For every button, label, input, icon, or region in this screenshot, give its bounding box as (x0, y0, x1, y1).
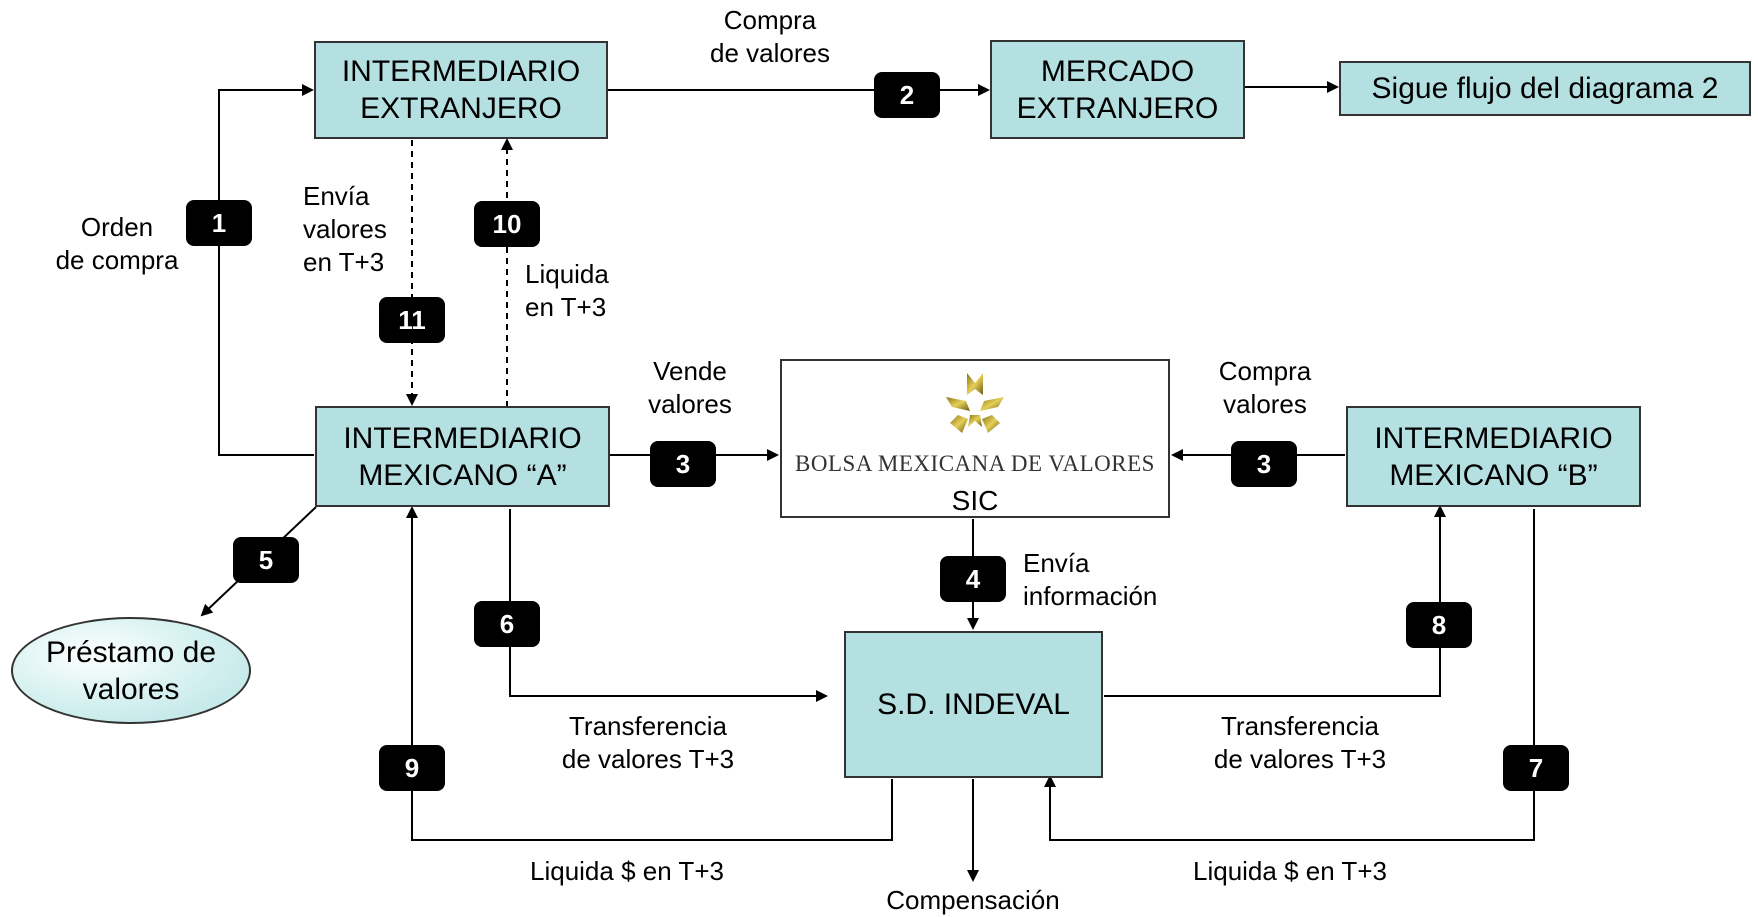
label-line: Transferencia (569, 711, 727, 741)
label-transferencia-left: Transferencia de valores T+3 (548, 710, 748, 776)
label-line: Envía (303, 181, 370, 211)
step-badge-9: 9 (379, 745, 445, 791)
label-liquida-right: Liquida $ en T+3 (1193, 856, 1387, 886)
step-badge-8: 8 (1406, 602, 1472, 648)
label-envia-valores: Envía valores en T+3 (303, 180, 387, 279)
label-line: valores (1223, 389, 1307, 419)
arrow-liquida-a (406, 506, 893, 841)
box-indeval: S.D. INDEVAL (844, 631, 1103, 778)
label-line: Vende (653, 356, 727, 386)
arrow-transferencia-b (1104, 505, 1446, 697)
label-compra-de-valores: Compra de valores (690, 4, 850, 70)
label-compensacion: Compensación (873, 884, 1073, 917)
box-sigue-flujo: Sigue flujo del diagrama 2 (1339, 61, 1751, 116)
label-transferencia-right: Transferencia de valores T+3 (1200, 710, 1400, 776)
box-mercado-extranjero: MERCADO EXTRANJERO (990, 40, 1245, 139)
box-intermediario-b: INTERMEDIARIO MEXICANO “B” (1346, 406, 1641, 507)
label-line: Compra (1218, 356, 1312, 386)
step-badge-10: 10 (474, 201, 540, 247)
label-line: Compensación (886, 885, 1060, 915)
label-line: valores (303, 214, 387, 244)
label-line: Liquida (525, 259, 609, 289)
label-line: información (1023, 581, 1158, 611)
step-badge-3-left: 3 (650, 441, 716, 487)
box-line: S.D. INDEVAL (877, 688, 1070, 721)
box-line: MERCADO (1040, 54, 1195, 88)
label-line: Transferencia (1221, 711, 1379, 741)
bmv-sic: SIC (951, 485, 999, 516)
label-line: de valores (710, 38, 830, 68)
arrow-orden-compra (218, 84, 314, 456)
step-badge-5: 5 (233, 537, 299, 583)
label-envia-informacion: Envía información (1023, 547, 1157, 613)
label-line: en T+3 (303, 247, 385, 277)
box-intermediario-extranjero: INTERMEDIARIO EXTRANJERO (314, 41, 608, 139)
arrow-transferencia-a (509, 509, 828, 702)
bmv-logo-text: BOLSA MEXICANA DE VALORES (795, 451, 1155, 476)
box-line: EXTRANJERO (1016, 91, 1219, 125)
bmv-logo-icon (946, 373, 1004, 433)
label-liquida-left: Liquida $ en T+3 (530, 856, 724, 886)
step-badge-11: 11 (379, 297, 445, 343)
label-line: de valores T+3 (1213, 744, 1387, 774)
label-line: de valores T+3 (561, 744, 735, 774)
box-line: INTERMEDIARIO (341, 55, 581, 88)
label-line: en T+3 (525, 292, 607, 322)
box-line: INTERMEDIARIO (1374, 421, 1613, 455)
label-line: Compra (723, 5, 817, 35)
ellipse-line: Préstamo de (45, 635, 217, 669)
ellipse-line: valores (82, 672, 180, 706)
label-vende-valores: Vende valores (630, 355, 750, 421)
label-line: valores (648, 389, 732, 419)
box-line: INTERMEDIARIO (343, 421, 582, 455)
box-intermediario-a: INTERMEDIARIO MEXICANO “A” (315, 406, 610, 507)
label-line: de compra (55, 245, 179, 275)
box-line: EXTRANJERO (360, 92, 562, 125)
step-badge-1: 1 (186, 200, 252, 246)
step-badge-7: 7 (1503, 745, 1569, 791)
step-badge-2: 2 (874, 72, 940, 118)
arrow-liquida-b (1044, 509, 1535, 841)
step-badge-6: 6 (474, 601, 540, 647)
step-badge-4: 4 (940, 556, 1006, 602)
label-line: Orden (80, 212, 154, 242)
box-line: MEXICANO “A” (358, 458, 567, 492)
label-line: Envía (1023, 548, 1090, 578)
box-bmv: BOLSA MEXICANA DE VALORES SIC (780, 359, 1170, 518)
ellipse-prestamo-valores: Préstamo de valores (11, 617, 251, 724)
label-orden-de-compra: Orden de compra (42, 211, 192, 277)
label-liquida-t3: Liquida en T+3 (525, 258, 609, 324)
label-compra-valores: Compra valores (1200, 355, 1330, 421)
box-line: MEXICANO “B” (1389, 458, 1598, 492)
step-badge-3-right: 3 (1231, 441, 1297, 487)
box-line: Sigue flujo del diagrama 2 (1371, 72, 1719, 105)
